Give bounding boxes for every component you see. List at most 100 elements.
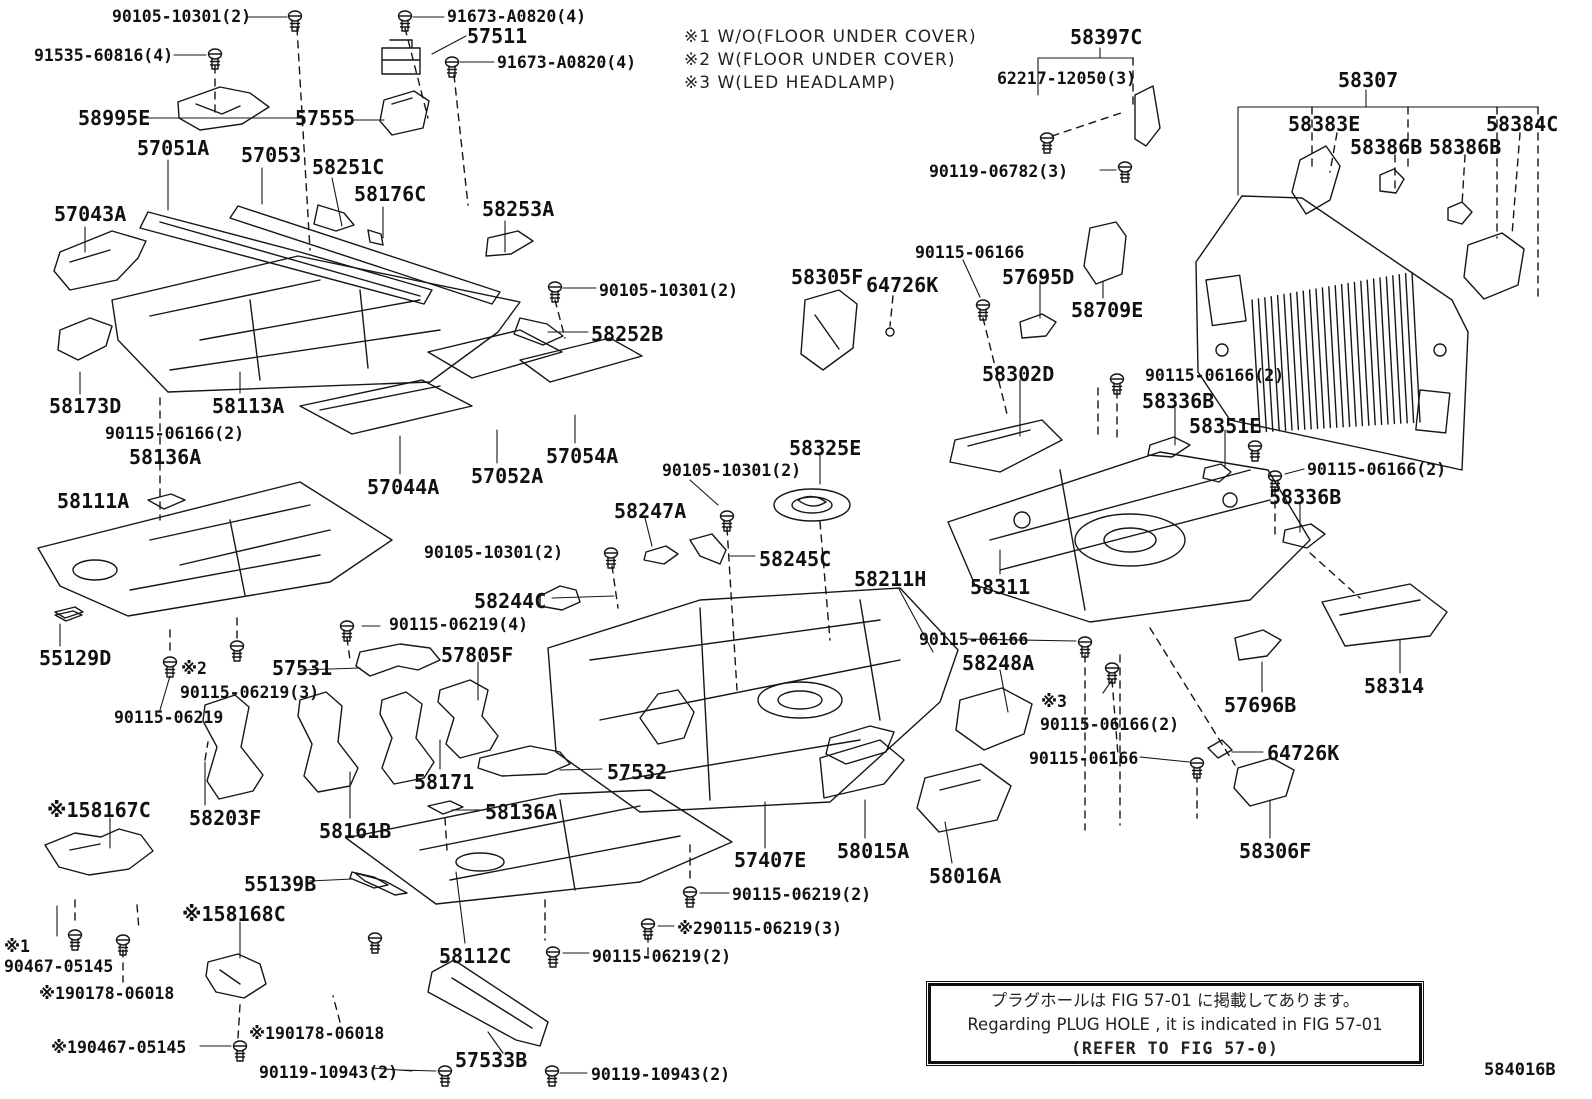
- part-label: 64726K: [1267, 741, 1340, 765]
- part-label: 58709E: [1071, 298, 1144, 322]
- part-label: 90105-10301(2): [599, 281, 739, 300]
- part-label: 55129D: [39, 646, 112, 670]
- part-label: 58173D: [49, 394, 122, 418]
- part-label: 58248A: [962, 651, 1035, 675]
- part-label: 58311: [970, 575, 1031, 599]
- part-label: 58995E: [78, 106, 151, 130]
- part-label: 58325E: [789, 436, 862, 460]
- part-label: 57555: [295, 106, 356, 130]
- part-label: 58171: [414, 770, 475, 794]
- part-label: 90467-05145: [4, 957, 114, 976]
- part-label: 90115-06219(2): [592, 947, 732, 966]
- part-label: 57053: [241, 143, 302, 167]
- note-line-en: Regarding PLUG HOLE , it is indicated in…: [967, 1015, 1383, 1034]
- part-label: 57533B: [455, 1048, 528, 1072]
- part-label: 58386B: [1429, 135, 1502, 159]
- part-label: 57805F: [441, 643, 514, 667]
- part-label: 90115-06166: [915, 243, 1025, 262]
- part-label: 57696B: [1224, 693, 1297, 717]
- part-label: 58136A: [485, 800, 558, 824]
- part-label: 90115-06219(2): [732, 885, 872, 904]
- part-label: ※158167C: [47, 798, 151, 822]
- part-label: 58336B: [1142, 389, 1215, 413]
- legend-notes: ※1 W/O(FLOOR UNDER COVER) ※2 W(FLOOR UND…: [684, 26, 977, 95]
- part-label: 90115-06166: [1029, 749, 1139, 768]
- part-label: 55139B: [244, 872, 317, 896]
- part-label: 58251C: [312, 155, 385, 179]
- part-label: 62217-12050(3): [997, 69, 1137, 88]
- part-label: 90119-10943(2): [259, 1063, 399, 1082]
- part-label: 90119-06782(3): [929, 162, 1069, 181]
- part-label: 58336B: [1269, 485, 1342, 509]
- part-label: 58112C: [439, 944, 512, 968]
- part-label: 58253A: [482, 197, 555, 221]
- misc-small-parts: [54, 610, 895, 896]
- part-label: 58203F: [189, 806, 262, 830]
- part-label: 57054A: [546, 444, 619, 468]
- part-label: 58161B: [319, 819, 392, 843]
- part-label: 58136A: [129, 445, 202, 469]
- part-label: ※1: [4, 937, 30, 956]
- part-label: 90105-10301(2): [424, 543, 564, 562]
- part-label: 90115-06219(3): [180, 683, 320, 702]
- part-label: 90115-06166: [919, 630, 1029, 649]
- part-label: ※2: [181, 659, 207, 678]
- part-label: 58244C: [474, 589, 547, 613]
- part-label: 58397C: [1070, 25, 1143, 49]
- part-label: 57407E: [734, 848, 807, 872]
- part-label: 90105-10301(2): [662, 461, 802, 480]
- part-label: ※158168C: [182, 902, 286, 926]
- part-label: 57531: [272, 656, 333, 680]
- part-label: 91535-60816(4): [34, 46, 174, 65]
- part-label: 58307: [1338, 68, 1399, 92]
- part-label: 58016A: [929, 864, 1002, 888]
- part-label: 58386B: [1350, 135, 1423, 159]
- part-label: 58314: [1364, 674, 1425, 698]
- part-label: 58302D: [982, 362, 1055, 386]
- dashed-lines: [74, 27, 1539, 1039]
- figure-code: 584016B: [1484, 1060, 1556, 1080]
- rear-panel-art: [1195, 145, 1525, 471]
- part-label: 90105-10301(2): [112, 7, 252, 26]
- part-label: ※190178-06018: [249, 1024, 385, 1043]
- part-label: 90115-06166(2): [1040, 715, 1180, 734]
- part-label: ※290115-06219(3): [677, 919, 843, 938]
- floor-pan-art: [37, 481, 733, 905]
- part-label: 58306F: [1239, 839, 1312, 863]
- part-label: 90115-06166(2): [105, 424, 245, 443]
- part-label: 57695D: [1002, 265, 1075, 289]
- part-label: 58351E: [1189, 414, 1262, 438]
- part-label: 57043A: [54, 202, 127, 226]
- part-label: 58113A: [212, 394, 285, 418]
- part-label: 57511: [467, 24, 528, 48]
- part-label: 57051A: [137, 136, 210, 160]
- note-line-jp: プラグホールは FIG 57-01 に掲載してあります。: [990, 991, 1360, 1010]
- part-label: 90119-10943(2): [591, 1065, 731, 1084]
- note-3: ※3 W(LED HEADLAMP): [684, 73, 896, 93]
- center-pan-art: [547, 587, 1033, 833]
- brace-art: [44, 643, 571, 1047]
- part-label: 64726K: [866, 273, 939, 297]
- leader-lines: [56, 16, 1539, 1074]
- note-2: ※2 W(FLOOR UNDER COVER): [684, 50, 956, 70]
- part-label: 90115-06219: [114, 708, 224, 727]
- part-label: 91673-A0820(4): [497, 53, 637, 72]
- part-label: 58211H: [854, 567, 927, 591]
- part-label: ※190467-05145: [51, 1038, 187, 1057]
- part-label: 58015A: [837, 839, 910, 863]
- part-label: 58247A: [614, 499, 687, 523]
- part-label: 57044A: [367, 475, 440, 499]
- front-floor-art: [53, 39, 643, 435]
- part-label: 57052A: [471, 464, 544, 488]
- part-label: 90115-06166(2): [1145, 366, 1285, 385]
- part-label: 58176C: [354, 182, 427, 206]
- part-label: 90115-06166(2): [1307, 460, 1447, 479]
- part-label: ※190178-06018: [39, 984, 175, 1003]
- part-label: 57532: [607, 760, 668, 784]
- part-label: 58384C: [1486, 112, 1559, 136]
- rear-pan-art: [539, 85, 1448, 807]
- part-label: 58245C: [759, 547, 832, 571]
